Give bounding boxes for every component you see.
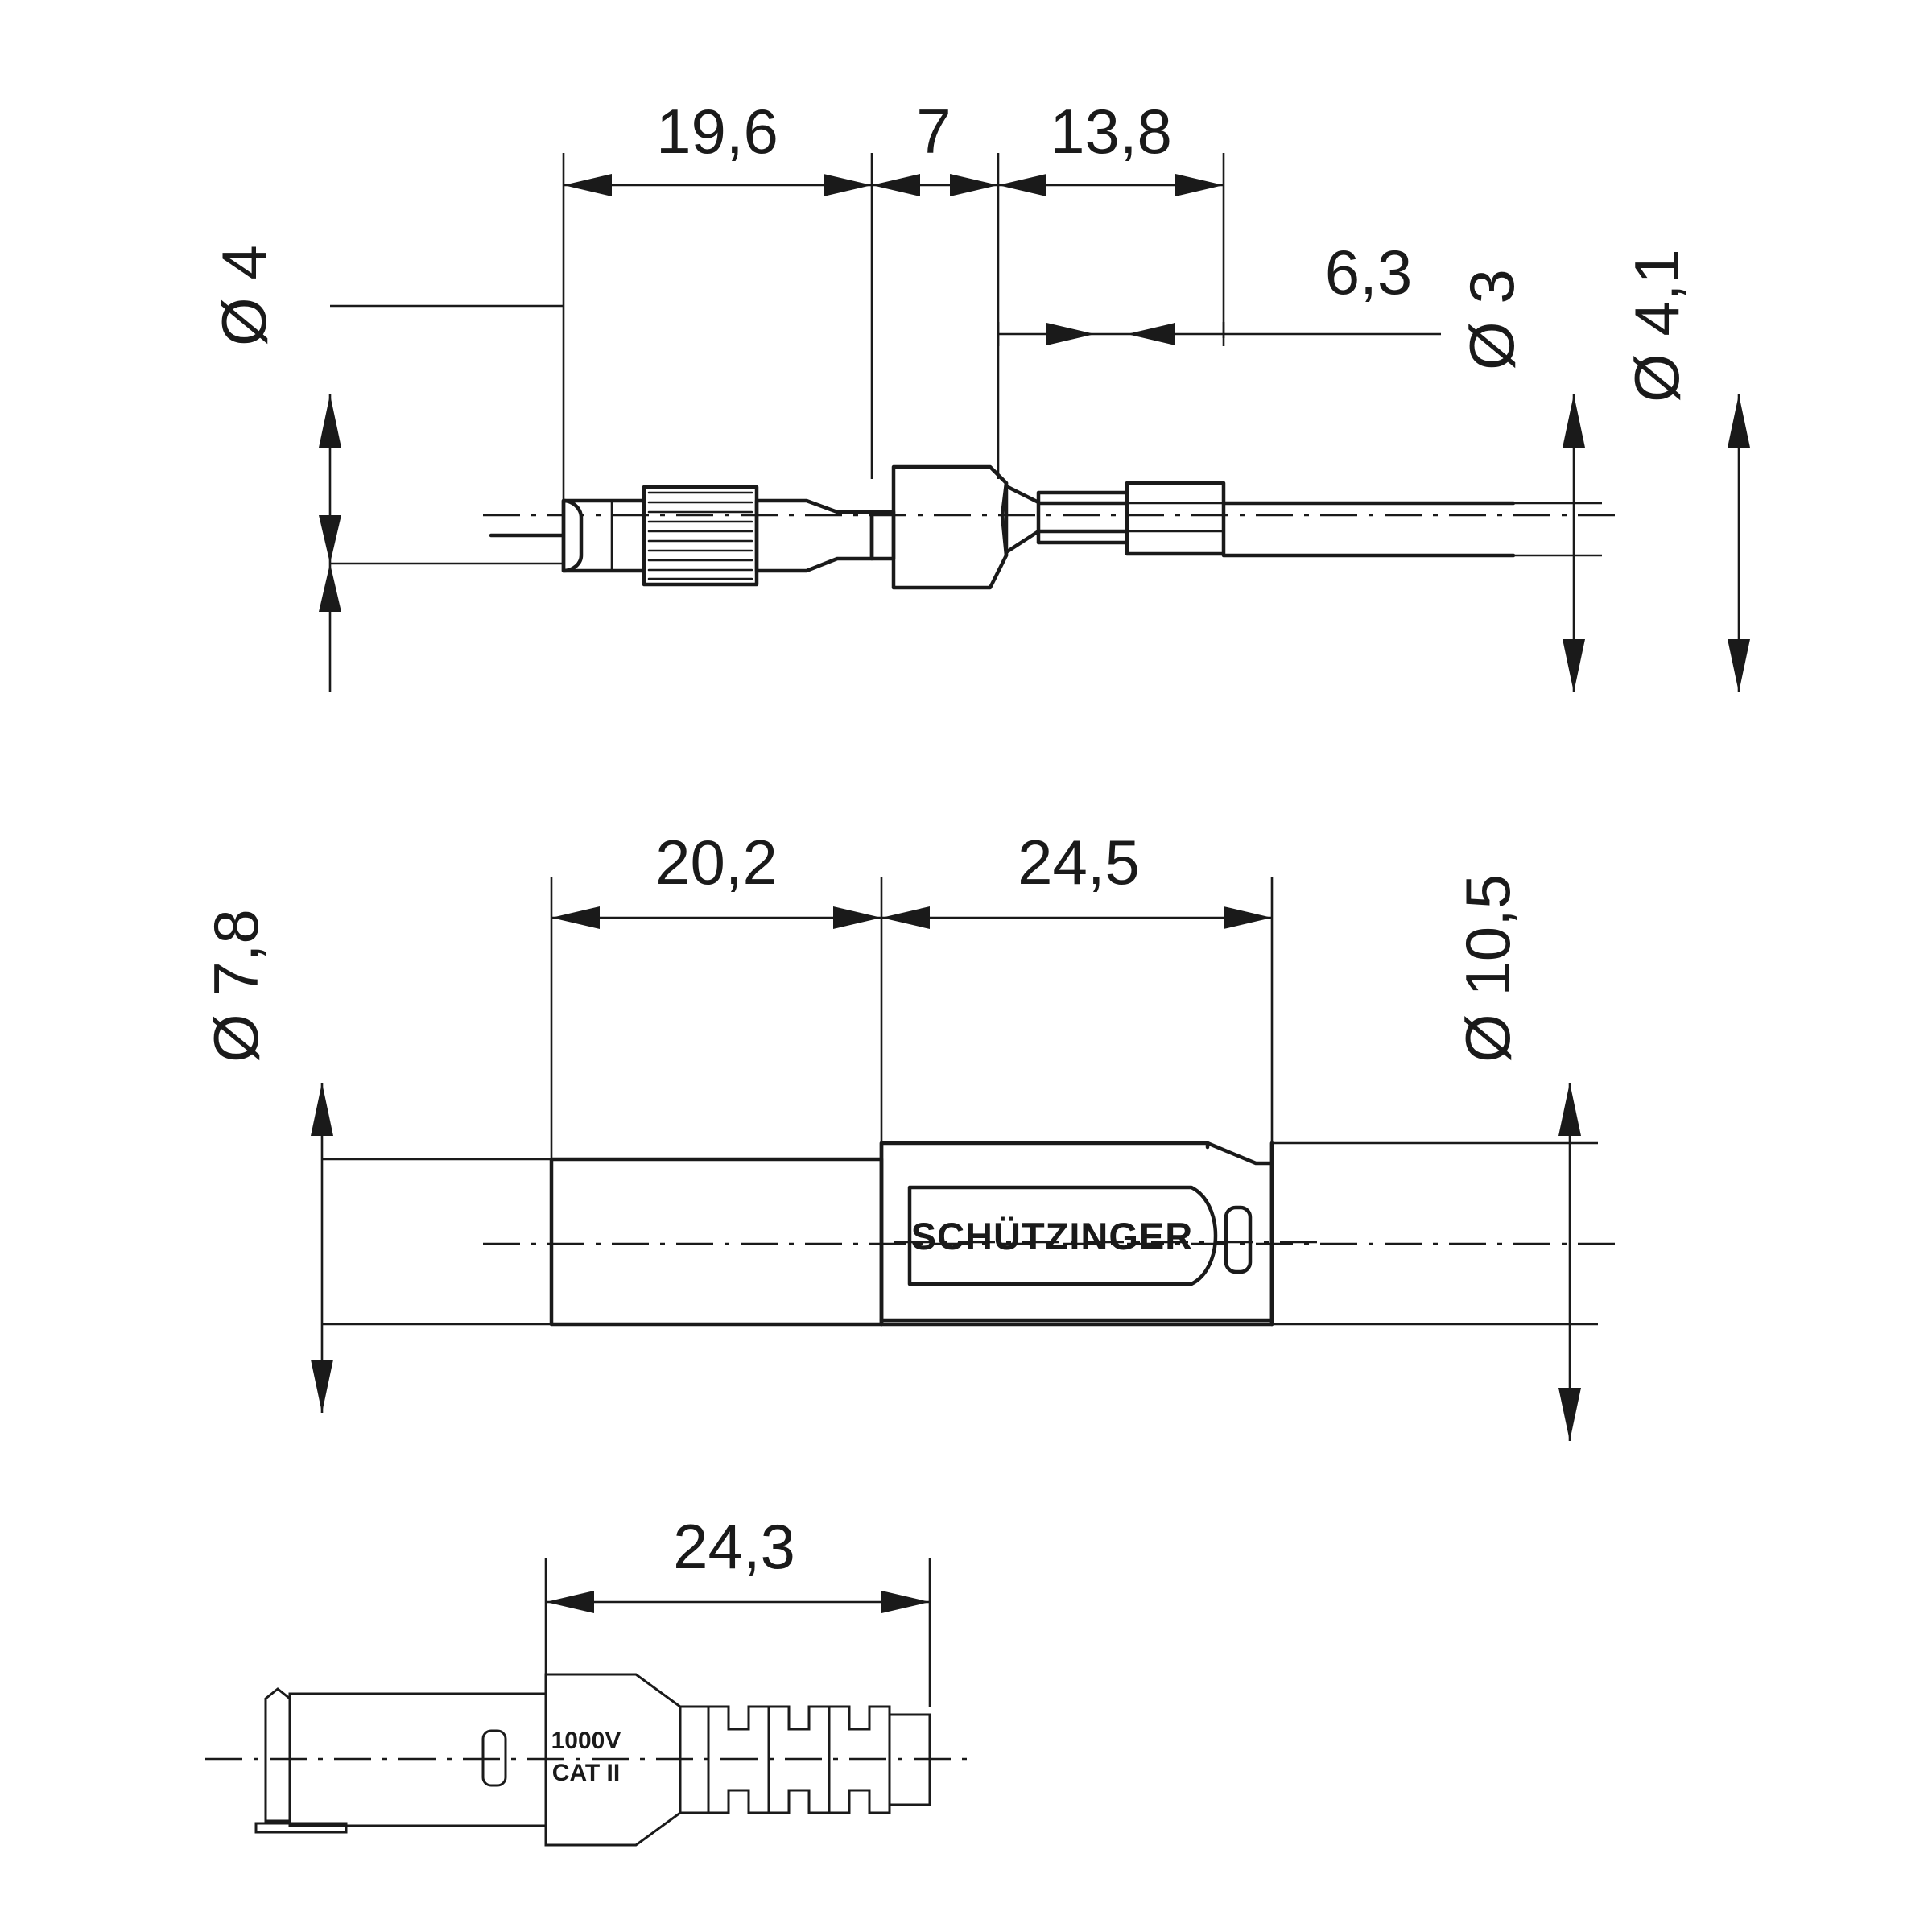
pin-collar-cone [1000, 481, 1009, 558]
dimension-label-24-3: 24,3 [673, 1511, 795, 1582]
pin-wire [1221, 501, 1516, 558]
middle-view-group: 20,2 24,5 Ø 7,8 [200, 827, 1618, 1441]
pin-knurl-lines [647, 491, 753, 580]
pin-contact-geometry [489, 464, 1516, 590]
insulated-plug-geometry: 1000V CAT II [205, 1673, 978, 1847]
top-view-group: 19,6 7 13,8 6,3 [208, 96, 1750, 692]
dimension-24-3: 24,3 [546, 1511, 930, 1613]
dimension-label-dia-7-8: Ø 7,8 [200, 909, 271, 1063]
dimension-dia-4: Ø 4 [208, 245, 564, 692]
dimension-20-2: 20,2 [551, 827, 881, 929]
pin-knurl-body [642, 485, 759, 587]
brand-label: SCHÜTZINGER [911, 1215, 1193, 1257]
pin-collar [891, 464, 1009, 590]
plug-pin-sleeve [549, 1157, 884, 1327]
pin-shank [754, 498, 874, 573]
rating-voltage-label: 1000V [551, 1728, 621, 1754]
dimension-label-7: 7 [916, 96, 951, 167]
cap-front-foot [254, 1822, 348, 1834]
plug-body-geometry: SCHÜTZINGER [549, 1141, 1320, 1327]
pin-crimp-sleeve [1125, 481, 1226, 556]
dimension-label-dia-4-1: Ø 4,1 [1621, 249, 1692, 402]
dimension-label-13-8: 13,8 [1050, 96, 1172, 167]
dimension-label-6-3: 6,3 [1325, 237, 1412, 308]
rating-marking: 1000V CAT II [551, 1728, 621, 1786]
dimension-label-20-2: 20,2 [655, 827, 778, 898]
cap-front-nose [264, 1687, 291, 1823]
dimension-label-dia-10-5: Ø 10,5 [1452, 874, 1523, 1063]
dimension-label-dia-4: Ø 4 [208, 245, 279, 346]
dimension-dia-10-5: Ø 10,5 [1272, 874, 1598, 1441]
dimension-dia-4-1: Ø 4,1 [1621, 249, 1750, 692]
pin-socket-upper [1036, 490, 1129, 506]
strain-relief-ribs [707, 1705, 931, 1814]
pin-socket-throat [1004, 484, 1041, 555]
rating-category-label: CAT II [552, 1760, 620, 1786]
pin-crimp-inner [1125, 502, 1225, 533]
plug-side-slot [1224, 1205, 1253, 1274]
dimension-13-8: 13,8 [998, 96, 1224, 196]
dimension-19-6: 19,6 [564, 96, 872, 196]
dimension-24-5: 24,5 [881, 827, 1272, 929]
pin-socket-lower [1036, 529, 1129, 545]
dimension-label-19-6: 19,6 [656, 96, 778, 167]
pin-shank-mid [869, 510, 896, 561]
plug-label-panel [907, 1185, 1218, 1286]
dimension-label-dia-3: Ø 3 [1456, 269, 1527, 370]
pin-tip [561, 498, 584, 573]
dimension-7: 7 [872, 96, 998, 196]
dimension-6-3: 6,3 [998, 237, 1441, 345]
dimension-dia-7-8: Ø 7,8 [200, 909, 555, 1413]
bottom-view-group: 24,3 1000V CAT II [205, 1511, 978, 1847]
dimension-dia-3: Ø 3 [1224, 269, 1602, 692]
cap-slot [481, 1729, 507, 1787]
dimension-label-24-5: 24,5 [1018, 827, 1140, 898]
